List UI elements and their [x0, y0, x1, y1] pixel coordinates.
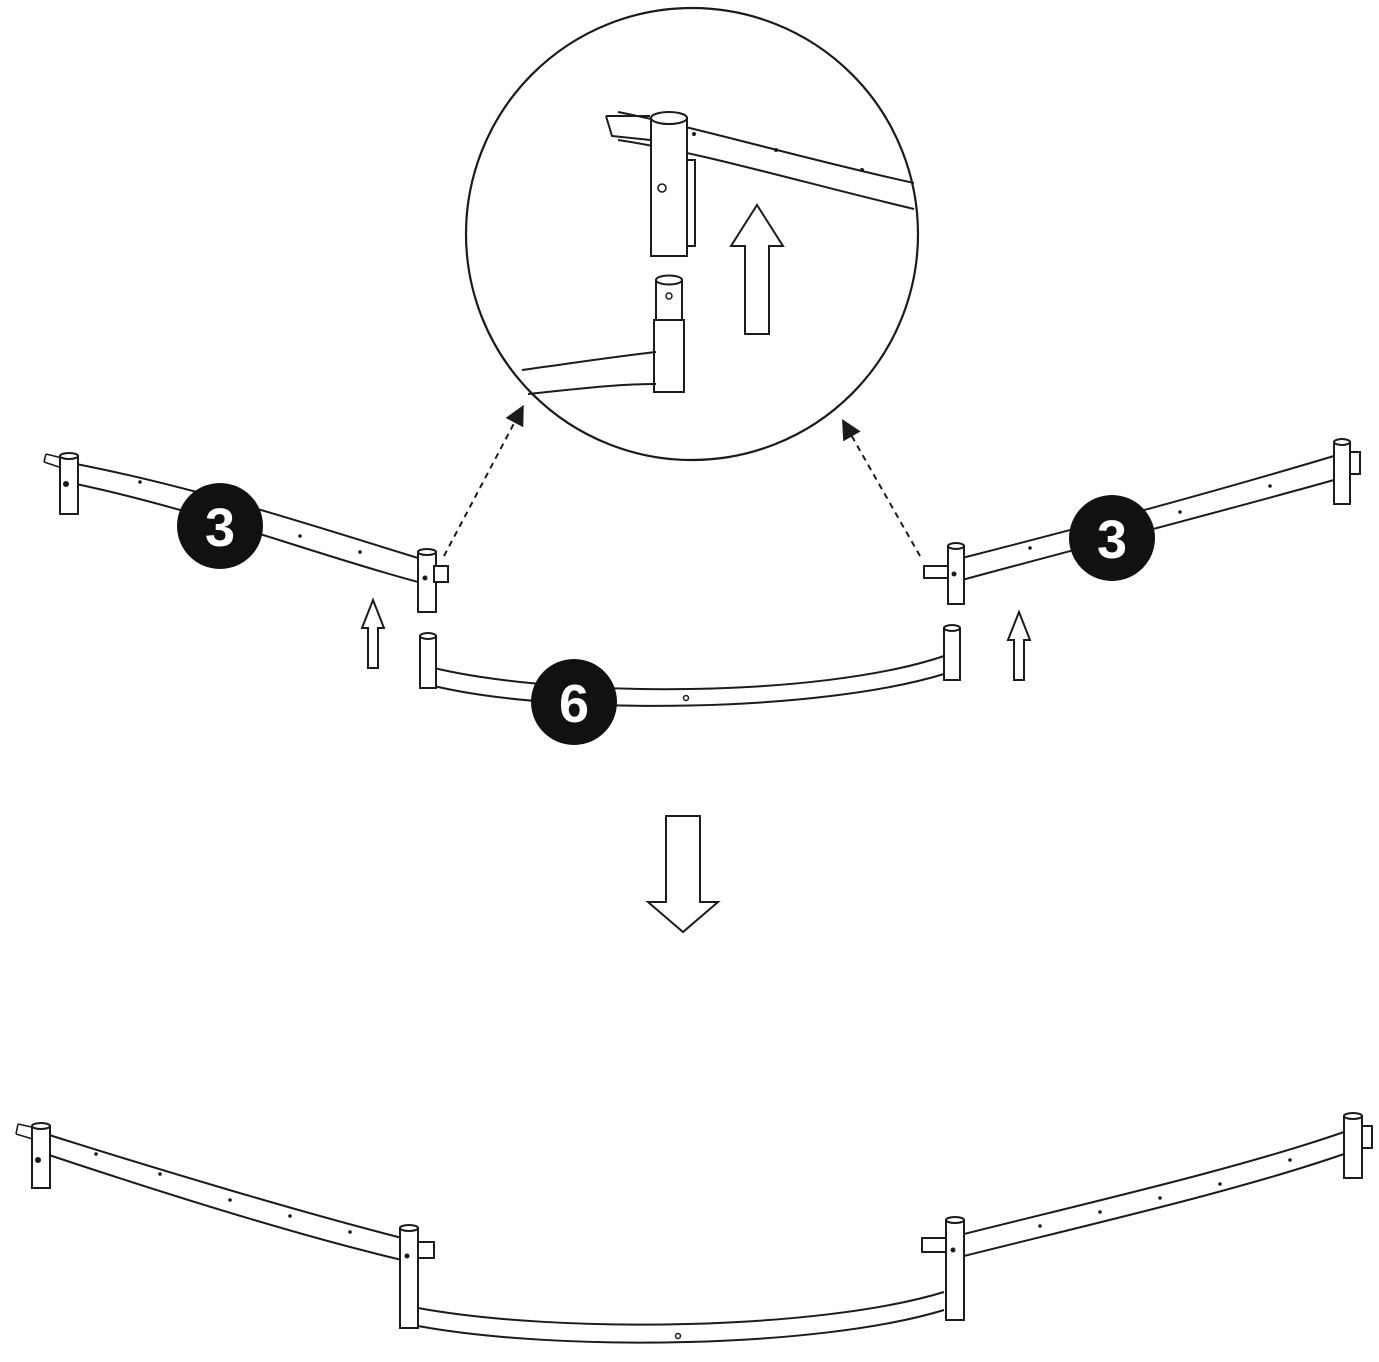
part-number-3-right: 3: [1097, 510, 1127, 570]
middle-rail: [419, 624, 961, 707]
part-number-3-left: 3: [205, 498, 235, 558]
part-badge-3-left: 3: [177, 483, 263, 569]
down-arrow-icon: [645, 815, 721, 934]
part-badge-3-right: 3: [1069, 495, 1155, 581]
up-arrow-icon: [729, 203, 785, 335]
dashed-arrow-icon: [443, 404, 524, 557]
up-arrow-icon: [360, 597, 386, 669]
detail-magnifier-circle: [464, 6, 920, 462]
assembled-rail: [15, 1112, 1373, 1344]
up-arrow-icon: [1006, 609, 1032, 681]
part-badge-6: 6: [531, 659, 617, 745]
dashed-arrow-icon: [842, 419, 921, 557]
part-number-6: 6: [559, 674, 589, 734]
top-rail-left: [43, 452, 449, 613]
